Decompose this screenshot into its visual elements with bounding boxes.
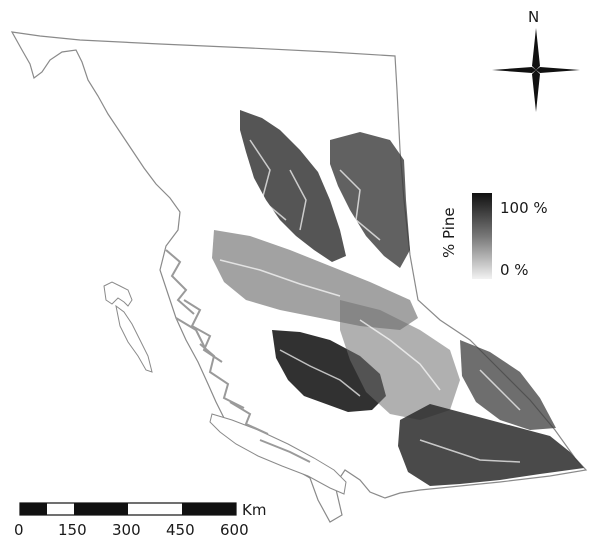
scale-tick-label: 300 [112, 521, 141, 539]
pine-patch-north [240, 110, 346, 262]
pine-patch-southeast [398, 404, 584, 486]
legend-max-label: 100 % [500, 199, 548, 217]
scale-tick-label: 150 [58, 521, 87, 539]
pine-patch-southwest [272, 330, 386, 412]
compass-rose-icon [492, 28, 580, 112]
scale-tick-label: 450 [166, 521, 195, 539]
legend-title: % Pine [440, 207, 458, 258]
legend-color-ramp [472, 193, 492, 279]
pine-coverage-layer [212, 110, 584, 486]
island-haida-gwaii [103, 281, 133, 307]
legend-min-label: 0 % [500, 261, 529, 279]
scale-bar [19, 502, 237, 516]
north-arrow-label: N [528, 8, 540, 26]
pine-texture [219, 139, 521, 463]
pine-patch-northeast [330, 132, 410, 268]
island-haida-south [115, 304, 153, 373]
pine-patch-kootenay [460, 340, 556, 430]
pine-patch-central [212, 230, 418, 330]
island-vancouver [209, 413, 347, 495]
pine-patch-south-central [340, 300, 460, 420]
scale-tick-label: 600 [220, 521, 249, 539]
scale-tick-label: 0 [14, 521, 24, 539]
coastal-inlets [165, 249, 311, 463]
scale-unit-label: Km [242, 501, 267, 519]
